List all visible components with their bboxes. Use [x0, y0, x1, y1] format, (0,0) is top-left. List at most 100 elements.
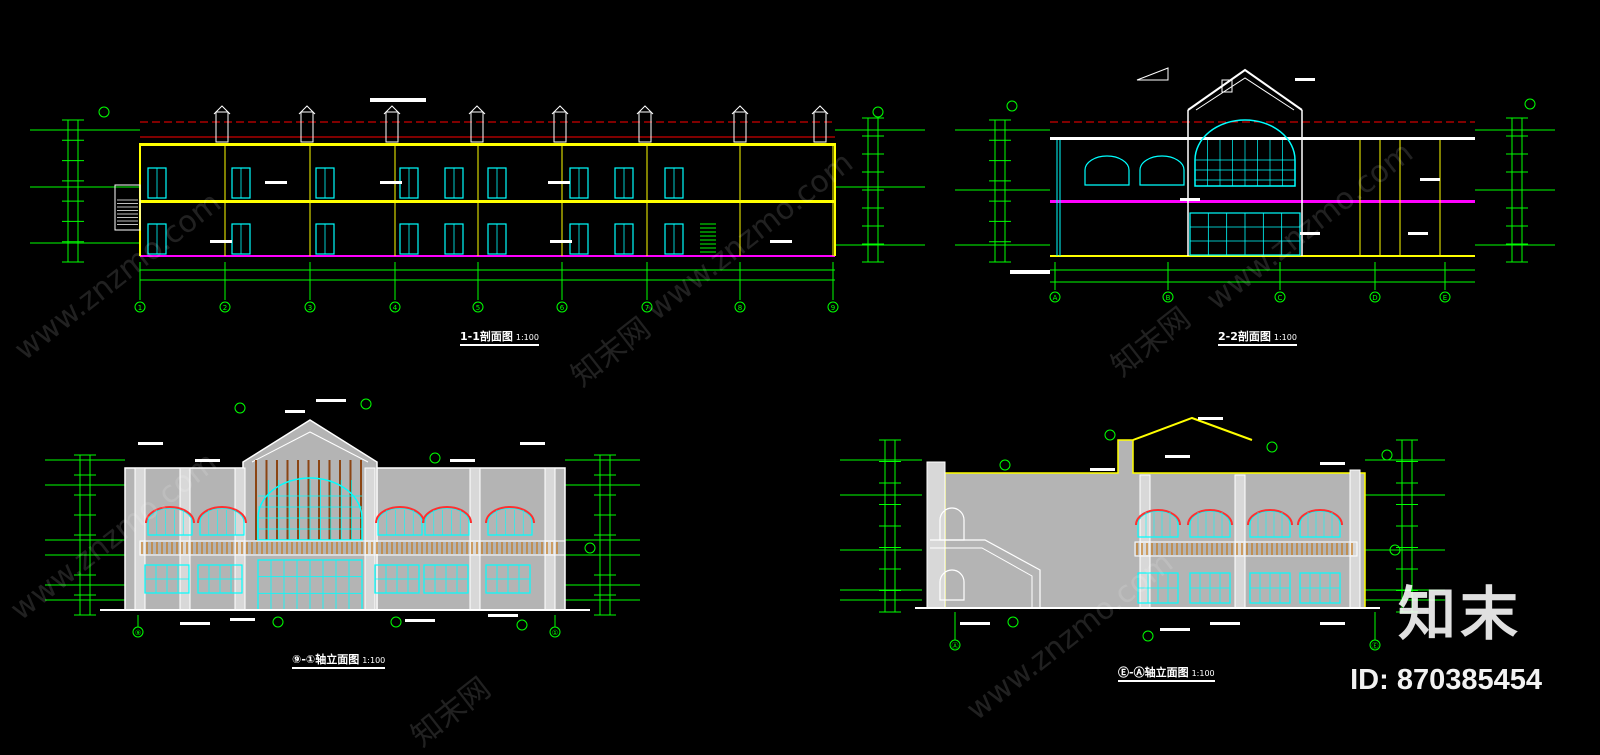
section-2-arched-window	[1194, 119, 1296, 187]
section-1-chimney	[553, 111, 567, 143]
section-1-chimney	[470, 111, 484, 143]
section-1-chimney-cap	[731, 105, 749, 115]
section-1-chimney	[813, 111, 827, 143]
section-1-room-tag	[550, 240, 572, 243]
axis-bubble-circle	[1381, 449, 1393, 461]
axis-bubble-circle	[1369, 639, 1381, 651]
section-1-upper-window	[147, 167, 167, 199]
side-lower-window	[1299, 572, 1341, 604]
section-2-tag	[1010, 270, 1050, 274]
axis-bubble-circle	[1274, 291, 1286, 303]
section-2-level-marker	[1524, 98, 1536, 110]
watermark-logo: 知末	[1397, 580, 1522, 648]
side-tower-window	[939, 569, 965, 601]
axis-bubble-circle	[1142, 630, 1154, 642]
section-1-room-tag	[210, 240, 232, 243]
front-arch-window	[147, 507, 193, 536]
section-1-dims-left	[62, 119, 84, 263]
section-1-upper-window	[399, 167, 419, 199]
side-facade-body	[944, 439, 1366, 609]
side-level-marker	[1142, 630, 1154, 642]
axis-bubble-circle	[734, 301, 746, 313]
front-tag	[180, 622, 210, 625]
axis-bubble-label: 2	[223, 304, 227, 312]
front-pilaster	[544, 467, 556, 611]
section-1-level-marker	[872, 106, 884, 118]
section-2-axis-bubble: A	[1049, 291, 1061, 303]
front-level-marker	[360, 398, 372, 410]
side-tag	[1320, 462, 1345, 465]
section-1-room-tag	[548, 181, 570, 184]
section-1-chimney	[733, 111, 747, 143]
section-1-upper-window	[444, 167, 464, 199]
axis-bubble-label: ①	[552, 629, 558, 637]
axis-bubble-circle	[556, 301, 568, 313]
axis-bubble-label: E	[1443, 294, 1447, 302]
section-1-axis-bubble: 3	[304, 301, 316, 313]
side-arch-trim	[1247, 509, 1293, 526]
section-1-upper-window	[315, 167, 335, 199]
section-1-upper-window	[569, 167, 589, 199]
section-1-axis-bubble: 9	[827, 301, 839, 313]
side-tag	[1165, 455, 1190, 458]
side-arch-window	[1137, 510, 1179, 538]
section-2-axis-bubble: B	[1162, 291, 1174, 303]
side-tag	[1090, 468, 1115, 471]
section-1-lower-window	[231, 223, 251, 255]
section-2-north-marker	[1136, 67, 1169, 81]
section-1-lower-window	[569, 223, 589, 255]
axis-bubble-circle	[1369, 291, 1381, 303]
axis-bubble-circle	[1049, 291, 1061, 303]
section-1-chimney	[385, 111, 399, 143]
axis-bubble-circle	[1524, 98, 1536, 110]
axis-bubble-circle	[1104, 429, 1116, 441]
front-dims-right	[594, 454, 616, 616]
section-2-top-tag	[1295, 78, 1315, 81]
side-level-marker	[1381, 449, 1393, 461]
section-1-lower-window	[147, 223, 167, 255]
side-tag	[1320, 622, 1345, 625]
section-2-roof-slab	[1050, 137, 1475, 140]
front-tag	[520, 442, 545, 445]
axis-bubble-circle	[1266, 441, 1278, 453]
front-axis-bubble: ⑨	[132, 626, 144, 638]
front-lower-window	[374, 564, 420, 594]
section-1-floor-slab	[140, 200, 835, 203]
section-1-upper-window	[231, 167, 251, 199]
section-1-roof-slab	[140, 143, 835, 146]
side-stair-tower	[926, 461, 946, 609]
side-arch-window	[1189, 510, 1231, 538]
axis-bubble-label: C	[1278, 294, 1283, 302]
axis-bubble-circle	[516, 619, 528, 631]
axis-bubble-label: D	[1372, 294, 1377, 302]
section-1-chimney-cap	[811, 105, 829, 115]
front-arch-trim	[485, 506, 535, 524]
asset-id-label: ID: 870385454	[1350, 664, 1542, 696]
axis-bubble-label: Ⓐ	[952, 642, 959, 650]
side-level-marker	[1007, 616, 1019, 628]
axis-bubble-label: Ⓔ	[1372, 642, 1379, 650]
axis-bubble-circle	[472, 301, 484, 313]
front-axis-bubble: ①	[549, 626, 561, 638]
front-tag	[450, 459, 475, 462]
section-2-axis-bubble: E	[1439, 291, 1451, 303]
axis-bubble-circle	[641, 301, 653, 313]
section-2-gable-vent	[1221, 79, 1233, 93]
axis-bubble-label: 7	[645, 304, 649, 312]
axis-bubble-label: 4	[393, 304, 398, 312]
section-1-chimney	[638, 111, 652, 143]
front-level-marker	[429, 452, 441, 464]
side-arch-trim	[1135, 509, 1181, 526]
axis-bubble-circle	[549, 626, 561, 638]
side-top-tag	[1198, 417, 1223, 420]
section-1-axis-bubble: 4	[389, 301, 401, 313]
axis-bubble-circle	[1007, 616, 1019, 628]
front-tag	[195, 459, 220, 462]
axis-bubble-label: 1	[138, 304, 142, 312]
section-1-axis-bubble: 5	[472, 301, 484, 313]
section-1-chimney-cap	[298, 105, 316, 115]
section-1-lower-window	[487, 223, 507, 255]
axis-bubble-circle	[949, 639, 961, 651]
side-exterior-stair	[930, 539, 1041, 608]
